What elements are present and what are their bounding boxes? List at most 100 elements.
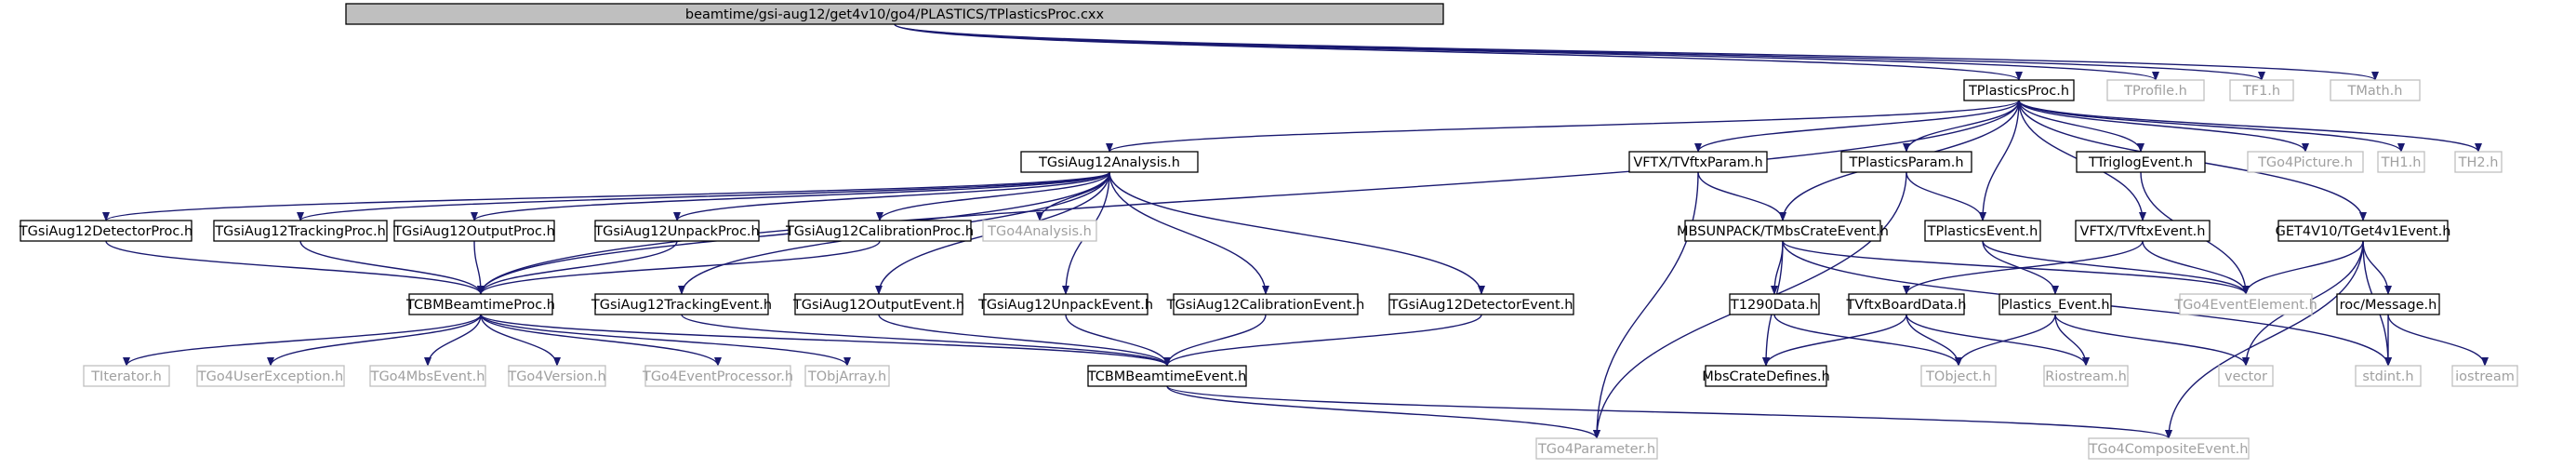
node-riostream: Riostream.h <box>2043 365 2129 387</box>
node-go4mbsevent-box <box>369 365 486 387</box>
node-tmath-label: TMath.h <box>2347 84 2403 99</box>
edge-vftxboard-to-mbscratedef <box>1762 314 1907 367</box>
node-detevent[interactable]: TGsiAug12DetectorEvent.h <box>1388 293 1574 315</box>
node-unpproc[interactable]: TGsiAug12UnpackProc.h <box>593 220 760 242</box>
edge-cbmproc-to-titer <box>123 314 482 367</box>
node-mbscrate[interactable]: MBSUNPACK/TMbsCrateEvent.h <box>1677 220 1889 242</box>
node-trackproc-label: TGsiAug12TrackingProc.h <box>214 224 386 239</box>
node-tf1-label: TF1.h <box>2242 84 2280 99</box>
edge-get4event-to-go4composite <box>2165 240 2364 439</box>
node-th2-box <box>2454 151 2503 173</box>
node-vftxevent[interactable]: VFTX/TVftxEvent.h <box>2075 220 2211 242</box>
edge-cbmproc-to-cbmevent <box>480 314 1171 367</box>
node-trackevent-label: TGsiAug12TrackingEvent.h <box>591 298 772 313</box>
edge-plasticsproc-to-cbmproc <box>477 100 2020 295</box>
node-go4eventel-label: TGo4EventElement.h <box>2173 298 2317 313</box>
node-outevent-label: TGsiAug12OutputEvent.h <box>792 298 964 313</box>
node-tobjarray-label: TObjArray.h <box>807 369 886 384</box>
edge-plasticsproc-to-th1 <box>2018 100 2405 153</box>
node-go4param-label: TGo4Parameter.h <box>1537 442 1655 457</box>
node-riostream-label: Riostream.h <box>2045 369 2127 384</box>
node-cbmproc[interactable]: TCBMBeamtimeProc.h <box>405 293 555 315</box>
edge-plasticsproc-to-plasticsparam <box>1903 100 2020 153</box>
node-go4eventel-box <box>2179 293 2313 315</box>
node-go4mbsevent: TGo4MbsEvent.h <box>369 365 486 387</box>
node-go4userexc-label: TGo4UserException.h <box>197 369 343 384</box>
node-go4analysis: TGo4Analysis.h <box>982 220 1097 242</box>
node-trigevent-label: TTriglogEvent.h <box>2088 155 2193 170</box>
node-go4composite-box <box>2088 437 2250 460</box>
node-calevent[interactable]: TGsiAug12CalibrationEvent.h <box>1166 293 1365 315</box>
node-analysis[interactable]: TGsiAug12Analysis.h <box>1020 151 1199 173</box>
node-th1: TH1.h <box>2377 151 2425 173</box>
node-unpevent-box <box>983 293 1149 315</box>
node-calevent-label: TGsiAug12CalibrationEvent.h <box>1166 298 1365 313</box>
node-tobject-box <box>1920 365 1997 387</box>
node-detevent-box <box>1388 293 1574 315</box>
node-titer-label: TIterator.h <box>90 369 162 384</box>
node-vftxparam[interactable]: VFTX/TVftxParam.h <box>1628 151 1768 173</box>
node-rocmsg-box <box>2336 293 2440 315</box>
node-go4eventel: TGo4EventElement.h <box>2173 293 2317 315</box>
node-outproc[interactable]: TGsiAug12OutputProc.h <box>392 220 555 242</box>
edge-plasticsparam-to-plasticsevent <box>1905 171 1986 221</box>
node-plasevent2[interactable]: Plastics_Event.h <box>1998 293 2112 315</box>
node-go4composite: TGo4CompositeEvent.h <box>2088 437 2250 460</box>
node-plasticsevent[interactable]: TPlasticsEvent.h <box>1924 220 2041 242</box>
edge-detevent-to-cbmevent <box>1163 314 1482 367</box>
node-calproc-box <box>788 220 972 242</box>
edge-plasticsproc-to-plasticsevent <box>1979 100 2020 221</box>
node-root[interactable]: beamtime/gsi-aug12/get4v10/go4/PLASTICS/… <box>345 3 1444 25</box>
node-plasticsproc[interactable]: TPlasticsProc.h <box>1963 79 2075 101</box>
node-mbscratedef[interactable]: MbsCrateDefines.h <box>1702 365 1830 387</box>
node-get4event[interactable]: GET4V10/TGet4v1Event.h <box>2276 220 2451 242</box>
edge-root-to-tf1 <box>894 23 2265 81</box>
node-vftxevent-box <box>2075 220 2211 242</box>
node-go4mbsevent-label: TGo4MbsEvent.h <box>370 369 485 384</box>
node-plasevent2-label: Plastics_Event.h <box>2000 298 2109 313</box>
node-calproc[interactable]: TGsiAug12CalibrationProc.h <box>785 220 974 242</box>
edge-plasticsproc-to-vftxparam <box>1694 100 2020 153</box>
edge-root-to-tmath <box>894 23 2379 81</box>
edge-unpproc-to-cbmproc <box>477 240 678 295</box>
node-rocmsg[interactable]: roc/Message.h <box>2336 293 2440 315</box>
node-trigevent[interactable]: TTriglogEvent.h <box>2076 151 2206 173</box>
edge-plasevent2-to-vector <box>2054 314 2250 367</box>
node-trackproc-box <box>213 220 388 242</box>
node-rocmsg-label: roc/Message.h <box>2340 298 2437 313</box>
node-cbmevent[interactable]: TCBMBeamtimeEvent.h <box>1087 365 1247 387</box>
node-t1290[interactable]: T1290Data.h <box>1729 293 1820 315</box>
edge-cbmproc-to-tobjarray <box>480 314 851 367</box>
node-unpevent-label: TGsiAug12UnpackEvent.h <box>977 298 1153 313</box>
node-plasticsparam[interactable]: TPlasticsParam.h <box>1840 151 1972 173</box>
edge-unpevent-to-cbmevent <box>1065 314 1171 367</box>
node-detproc-label: TGsiAug12DetectorProc.h <box>19 224 193 239</box>
node-go4param-box <box>1535 437 1658 460</box>
edge-calevent-to-cbmevent <box>1163 314 1267 367</box>
node-outevent[interactable]: TGsiAug12OutputEvent.h <box>792 293 964 315</box>
edge-trackproc-to-cbmproc <box>299 240 485 295</box>
node-tmath-box <box>2330 79 2421 101</box>
node-riostream-box <box>2043 365 2129 387</box>
node-trackevent[interactable]: TGsiAug12TrackingEvent.h <box>591 293 772 315</box>
edge-vftxboard-to-tobject <box>1905 314 1962 367</box>
edge-vftxevent-to-vftxboard <box>1903 240 2144 295</box>
node-tobject: TObject.h <box>1920 365 1997 387</box>
node-detproc[interactable]: TGsiAug12DetectorProc.h <box>19 220 193 242</box>
node-mbscratedef-box <box>1705 365 1827 387</box>
node-stdint-label: stdint.h <box>2362 369 2413 384</box>
edge-plasticsproc-to-analysis <box>1106 100 2020 153</box>
node-unpevent[interactable]: TGsiAug12UnpackEvent.h <box>977 293 1153 315</box>
node-stdint-box <box>2355 365 2422 387</box>
node-iostream-box <box>2451 365 2518 387</box>
edge-cbmproc-to-go4userexc <box>267 314 482 367</box>
node-th2: TH2.h <box>2454 151 2503 173</box>
edge-analysis-to-detevent <box>1109 171 1485 295</box>
edge-calproc-to-cbmproc <box>477 240 881 295</box>
edge-plasticsproc-to-trigevent <box>2018 100 2144 153</box>
node-vftxboard[interactable]: TVftxBoardData.h <box>1846 293 1967 315</box>
node-go4evproc-box <box>644 365 791 387</box>
node-tobjarray: TObjArray.h <box>804 365 890 387</box>
node-trackproc[interactable]: TGsiAug12TrackingProc.h <box>213 220 388 242</box>
edge-get4event-to-rocmsg <box>2362 240 2392 295</box>
